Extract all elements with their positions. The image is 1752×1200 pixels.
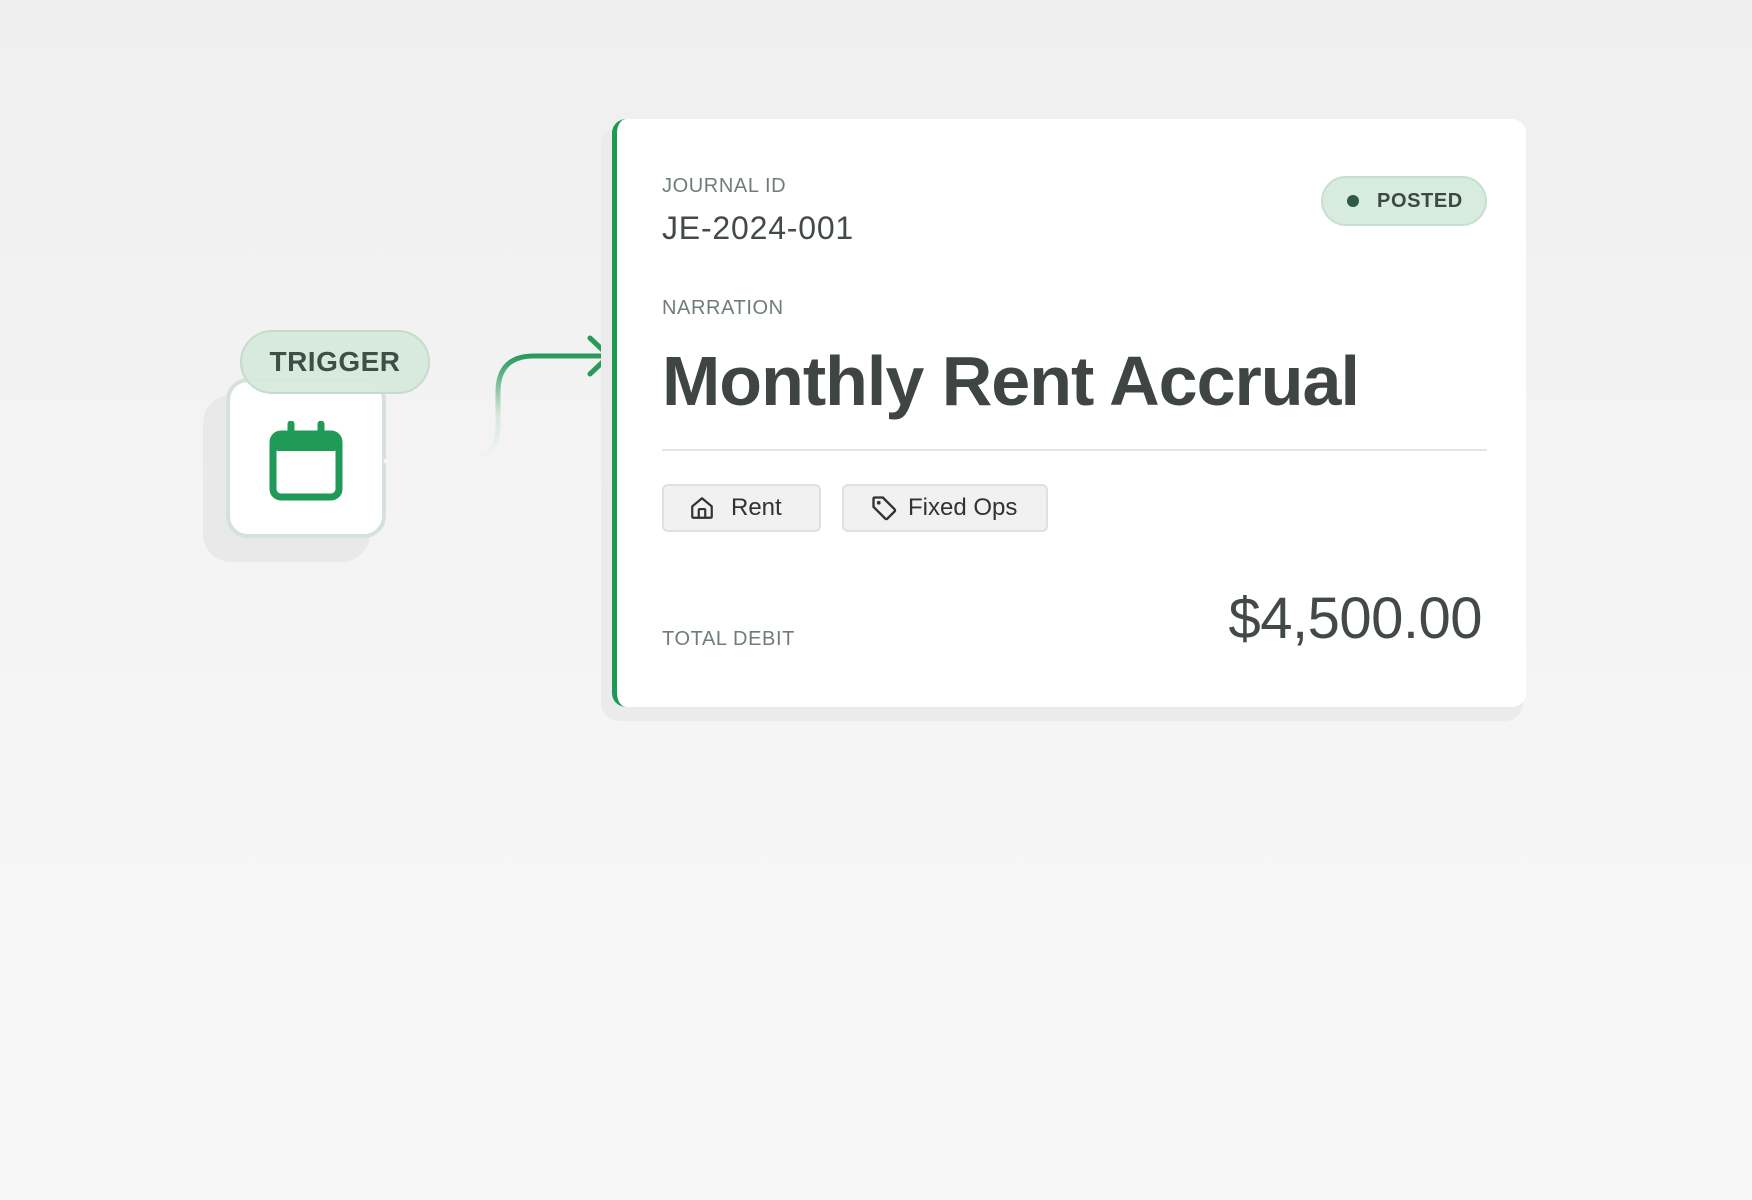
tag-fixed-ops-label: Fixed Ops bbox=[908, 494, 1018, 521]
journal-entry-card[interactable]: JOURNAL ID JE-2024-001 POSTED NARRATION … bbox=[612, 119, 1526, 707]
tag-rent-label: Rent bbox=[731, 494, 782, 521]
status-badge: POSTED bbox=[1321, 176, 1487, 226]
divider bbox=[662, 449, 1487, 451]
total-debit-amount: $4,500.00 bbox=[1228, 586, 1482, 651]
trigger-label: TRIGGER bbox=[240, 330, 430, 394]
journal-id-label: JOURNAL ID bbox=[662, 175, 787, 197]
narration-label: NARRATION bbox=[662, 297, 784, 319]
home-icon bbox=[691, 497, 713, 519]
trigger-node[interactable] bbox=[226, 378, 386, 538]
tag-rent[interactable]: Rent bbox=[662, 484, 821, 532]
narration-title: Monthly Rent Accrual bbox=[662, 342, 1360, 420]
status-text: POSTED bbox=[1377, 189, 1463, 212]
total-debit-label: TOTAL DEBIT bbox=[662, 628, 795, 650]
status-dot-icon bbox=[1347, 195, 1359, 207]
calendar-icon bbox=[269, 421, 343, 501]
journal-id: JE-2024-001 bbox=[662, 210, 855, 246]
tag-icon bbox=[872, 496, 897, 521]
tag-fixed-ops[interactable]: Fixed Ops bbox=[842, 484, 1048, 532]
